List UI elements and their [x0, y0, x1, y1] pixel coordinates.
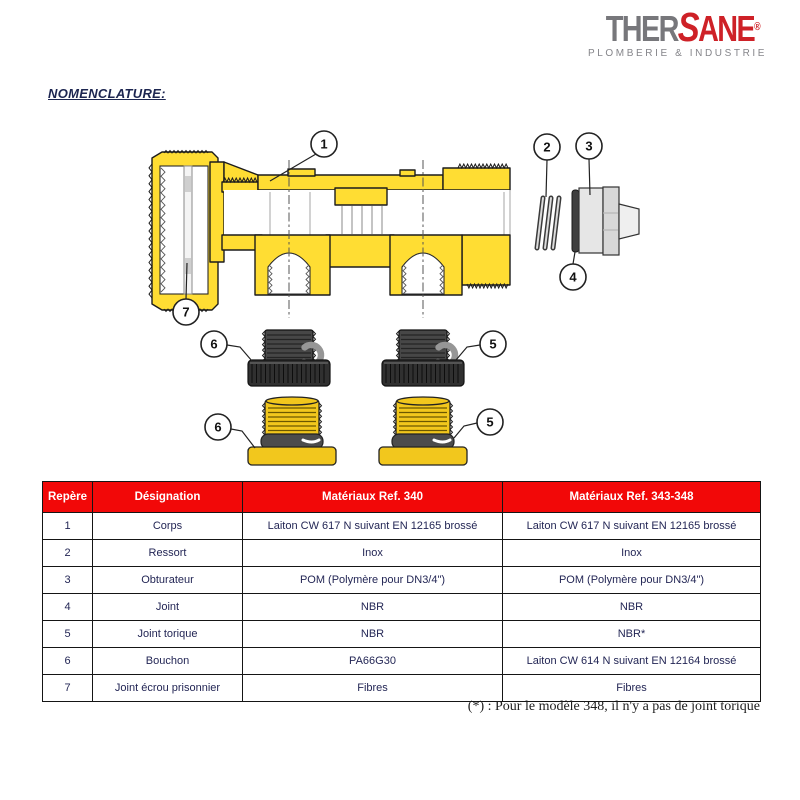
table-row: 3 Obturateur POM (Polymère pour DN3/4") … — [42, 566, 761, 594]
cell-materiau-340: Fibres — [242, 674, 503, 702]
col-header-materiaux-343-348: Matériaux Ref. 343-348 — [502, 481, 761, 513]
cell-repere: 1 — [42, 512, 93, 540]
shutter-drawing — [571, 186, 640, 256]
svg-text:6: 6 — [214, 420, 221, 435]
logo-text-gray: THER — [605, 8, 680, 49]
table-row: 4 Joint NBR NBR — [42, 593, 761, 621]
branch-port-1 — [254, 234, 331, 296]
table-row: 7 Joint écrou prisonnier Fibres Fibres — [42, 674, 761, 702]
valve-body-drawing — [148, 149, 511, 318]
registered-mark: ® — [754, 21, 761, 33]
cell-repere: 6 — [42, 647, 93, 675]
captive-nut-gasket — [183, 165, 193, 295]
page-title: NOMENCLATURE: — [48, 86, 166, 101]
cell-materiau-340: POM (Polymère pour DN3/4") — [242, 566, 503, 594]
asterisk-footnote: (*) : Pour le modèle 348, il n'y a pas d… — [467, 699, 760, 714]
svg-text:7: 7 — [182, 305, 189, 320]
svg-text:4: 4 — [569, 270, 577, 285]
cell-materiau-343: Inox — [502, 539, 761, 567]
cell-materiau-343: Laiton CW 614 N suivant EN 12164 brossé — [502, 647, 761, 675]
table-row: 5 Joint torique NBR NBR* — [42, 620, 761, 648]
svg-text:6: 6 — [210, 337, 217, 352]
svg-text:3: 3 — [585, 139, 592, 154]
shutter-gasket — [571, 189, 580, 253]
callout-4: 4 — [559, 251, 587, 291]
cell-designation: Joint torique — [92, 620, 243, 648]
table-row: 1 Corps Laiton CW 617 N suivant EN 12165… — [42, 512, 761, 540]
brass-plug-right — [378, 396, 468, 466]
cell-repere: 7 — [42, 674, 93, 702]
col-header-materiaux-340: Matériaux Ref. 340 — [242, 481, 503, 513]
nomenclature-table: Repère Désignation Matériaux Ref. 340 Ma… — [42, 481, 761, 702]
callout-6-plastic: 6 — [200, 330, 253, 362]
cell-repere: 5 — [42, 620, 93, 648]
svg-text:2: 2 — [543, 140, 550, 155]
cell-materiau-340: NBR — [242, 593, 503, 621]
callout-5-plastic: 5 — [455, 330, 507, 361]
svg-text:5: 5 — [489, 337, 496, 352]
cell-designation: Ressort — [92, 539, 243, 567]
logo-subtitle: PLOMBERIE & INDUSTRIE — [588, 48, 768, 59]
table-row: 6 Bouchon PA66G30 Laiton CW 614 N suivan… — [42, 647, 761, 675]
cell-materiau-340: Inox — [242, 539, 503, 567]
cell-materiau-340: Laiton CW 617 N suivant EN 12165 brossé — [242, 512, 503, 540]
table-row: 2 Ressort Inox Inox — [42, 539, 761, 567]
svg-text:5: 5 — [486, 415, 493, 430]
callout-2: 2 — [533, 133, 561, 198]
cell-materiau-343: NBR* — [502, 620, 761, 648]
cell-designation: Joint écrou prisonnier — [92, 674, 243, 702]
cell-materiau-343: Fibres — [502, 674, 761, 702]
cell-materiau-343: NBR — [502, 593, 761, 621]
col-header-repere: Repère — [42, 481, 93, 513]
spring-drawing — [534, 195, 562, 251]
cell-designation: Bouchon — [92, 647, 243, 675]
cell-designation: Corps — [92, 512, 243, 540]
cell-designation: Joint — [92, 593, 243, 621]
logo-text-red: ANE — [698, 8, 756, 49]
exploded-view-drawing: 1 2 3 4 7 6 5 6 5 — [148, 130, 640, 466]
callout-7: 7 — [172, 262, 200, 326]
svg-text:1: 1 — [320, 137, 327, 152]
cell-materiau-340: NBR — [242, 620, 503, 648]
cell-repere: 2 — [42, 539, 93, 567]
cell-repere: 3 — [42, 566, 93, 594]
cell-repere: 4 — [42, 593, 93, 621]
valve-seat-ridges — [341, 206, 383, 234]
callout-5-brass: 5 — [453, 408, 504, 439]
plastic-plug-left — [247, 329, 331, 387]
logo-wordmark: THERSANE® — [605, 7, 761, 49]
brass-plug-left — [247, 396, 337, 466]
logo-stylized-s: S — [677, 4, 700, 50]
thersane-logo: THERSANE® PLOMBERIE & INDUSTRIE — [588, 7, 768, 60]
plastic-plug-right — [381, 329, 465, 387]
cell-designation: Obturateur — [92, 566, 243, 594]
table-header-row: Repère Désignation Matériaux Ref. 340 Ma… — [42, 481, 761, 513]
cell-materiau-343: Laiton CW 617 N suivant EN 12165 brossé — [502, 512, 761, 540]
callout-6-brass: 6 — [204, 413, 256, 449]
callout-3: 3 — [575, 132, 603, 196]
cell-materiau-340: PA66G30 — [242, 647, 503, 675]
callout-1: 1 — [269, 130, 338, 182]
cell-materiau-343: POM (Polymère pour DN3/4") — [502, 566, 761, 594]
col-header-designation: Désignation — [92, 481, 243, 513]
branch-port-2 — [389, 234, 463, 296]
